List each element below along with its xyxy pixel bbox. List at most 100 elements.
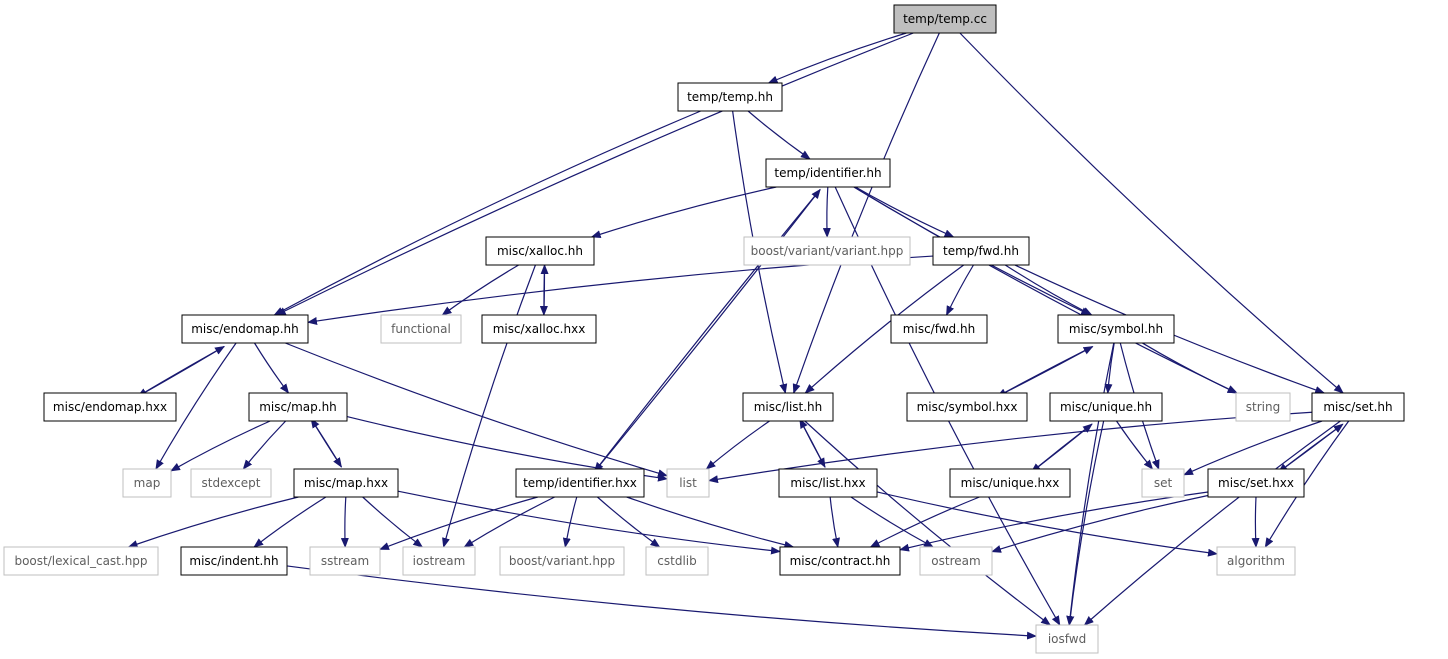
edge-fwd_hh-to-endomap_hh	[307, 255, 934, 325]
node-box-string	[1235, 392, 1291, 422]
node-endomap_hh[interactable]: misc/endomap.hh	[181, 314, 309, 344]
node-label-contract_hh: misc/contract.hh	[790, 554, 891, 568]
edge-identifier_hxx-to-contract_hh	[626, 496, 795, 549]
node-label-symbol_hh: misc/symbol.hh	[1069, 322, 1163, 336]
node-label-xalloc_hxx: misc/xalloc.hxx	[493, 322, 586, 336]
node-box-iostream	[402, 546, 476, 576]
edge-set_hxx-to-set_hh	[1278, 423, 1344, 473]
edge-set_hxx-to-algorithm	[1251, 496, 1260, 548]
edge-set_hh-to-algorithm	[1264, 420, 1350, 548]
node-box-cstdlib	[645, 546, 709, 576]
node-map: map	[122, 468, 172, 498]
node-set_hxx[interactable]: misc/set.hxx	[1207, 468, 1305, 498]
edge-unique_hh-to-set	[1116, 420, 1154, 470]
node-box-variant_variant	[743, 236, 911, 266]
node-label-list_hh: misc/list.hh	[754, 400, 823, 414]
edge-identifier_hh-to-fwd_hh	[855, 186, 955, 238]
node-label-functional: functional	[391, 322, 451, 336]
node-box-xalloc_hxx	[481, 314, 597, 344]
node-label-list: list	[679, 476, 697, 490]
edge-identifier_hh-to-string	[853, 186, 1238, 394]
node-box-endomap_hh	[181, 314, 309, 344]
node-map_hxx[interactable]: misc/map.hxx	[293, 468, 399, 498]
node-label-list_hxx: misc/list.hxx	[790, 476, 865, 490]
node-label-cstdlib: cstdlib	[657, 554, 696, 568]
edge-map_hxx-to-map_hh	[310, 418, 342, 468]
node-xalloc_hxx[interactable]: misc/xalloc.hxx	[481, 314, 597, 344]
node-label-indent_hh: misc/indent.hh	[189, 554, 278, 568]
node-box-symbol_hh	[1057, 314, 1175, 344]
edge-map_hxx-to-iostream	[362, 496, 424, 548]
edge-temp_cc-to-set_hh	[959, 32, 1344, 394]
node-fwd_hh[interactable]: temp/fwd.hh	[932, 236, 1030, 266]
node-indent_hh[interactable]: misc/indent.hh	[180, 546, 288, 576]
edge-fwd_hh-to-list_hh	[804, 264, 965, 394]
node-box-unique_hxx	[949, 468, 1071, 498]
edge-identifier_hxx-to-iostream	[463, 496, 555, 548]
node-label-set_hxx: misc/set.hxx	[1218, 476, 1294, 490]
edge-identifier_hh-to-xalloc_hh	[590, 186, 777, 239]
node-label-xalloc_hh: misc/xalloc.hh	[497, 244, 583, 258]
node-algorithm: algorithm	[1216, 546, 1296, 576]
node-temp_cc[interactable]: temp/temp.cc	[893, 4, 997, 34]
node-label-set_hh: misc/set.hh	[1323, 400, 1392, 414]
edge-map_hxx-to-lexical_cast	[127, 496, 299, 548]
node-box-set_hh	[1311, 392, 1405, 422]
node-label-temp_hh: temp/temp.hh	[687, 90, 773, 104]
node-label-iostream: iostream	[413, 554, 466, 568]
node-functional: functional	[380, 314, 462, 344]
node-box-temp_cc	[893, 4, 997, 34]
node-contract_hh[interactable]: misc/contract.hh	[779, 546, 901, 576]
node-map_hh[interactable]: misc/map.hh	[248, 392, 348, 422]
node-identifier_hxx[interactable]: temp/identifier.hxx	[515, 468, 645, 498]
node-box-unique_hh	[1049, 392, 1163, 422]
node-box-variant_hpp	[499, 546, 625, 576]
node-label-string: string	[1246, 400, 1280, 414]
node-list_hxx[interactable]: misc/list.hxx	[778, 468, 878, 498]
node-symbol_hh[interactable]: misc/symbol.hh	[1057, 314, 1175, 344]
edge-list_hh-to-iosfwd	[804, 420, 1051, 626]
node-list_hh[interactable]: misc/list.hh	[742, 392, 834, 422]
edge-map_hh-to-map	[170, 420, 271, 472]
edge-temp_hh-to-endomap_hh	[273, 110, 701, 316]
edge-xalloc_hh-to-iostream	[442, 264, 536, 548]
edge-endomap_hxx-to-endomap_hh	[137, 345, 226, 397]
node-box-algorithm	[1216, 546, 1296, 576]
node-box-indent_hh	[180, 546, 288, 576]
node-xalloc_hh[interactable]: misc/xalloc.hh	[485, 236, 595, 266]
node-identifier_hh[interactable]: temp/identifier.hh	[765, 158, 891, 188]
node-ostream: ostream	[919, 546, 993, 576]
edge-list_hxx-to-algorithm	[876, 491, 1218, 557]
node-list: list	[666, 468, 710, 498]
node-box-misc_fwd	[890, 314, 988, 344]
node-label-endomap_hxx: misc/endomap.hxx	[53, 400, 167, 414]
node-label-stdexcept: stdexcept	[202, 476, 261, 490]
node-misc_fwd[interactable]: misc/fwd.hh	[890, 314, 988, 344]
node-box-endomap_hxx	[43, 392, 177, 422]
node-unique_hxx[interactable]: misc/unique.hxx	[949, 468, 1071, 498]
node-label-map_hxx: misc/map.hxx	[304, 476, 388, 490]
node-box-stdexcept	[190, 468, 272, 498]
node-label-map: map	[134, 476, 161, 490]
edge-identifier_hxx-to-cstdlib	[597, 496, 661, 548]
node-set_hh[interactable]: misc/set.hh	[1311, 392, 1405, 422]
node-box-set_hxx	[1207, 468, 1305, 498]
edge-list_hxx-to-contract_hh	[829, 496, 840, 548]
node-box-list_hh	[742, 392, 834, 422]
node-box-iosfwd	[1035, 624, 1099, 654]
edge-set_hh-to-iosfwd	[1083, 420, 1341, 626]
node-unique_hh[interactable]: misc/unique.hh	[1049, 392, 1163, 422]
node-label-set: set	[1154, 476, 1173, 490]
node-label-misc_fwd: misc/fwd.hh	[903, 322, 975, 336]
node-symbol_hxx[interactable]: misc/symbol.hxx	[906, 392, 1028, 422]
node-label-ostream: ostream	[931, 554, 980, 568]
node-box-sstream	[309, 546, 381, 576]
edge-temp_hh-to-identifier_hh	[747, 110, 811, 160]
node-label-algorithm: algorithm	[1227, 554, 1285, 568]
node-string: string	[1235, 392, 1291, 422]
node-label-lexical_cast: boost/lexical_cast.hpp	[14, 554, 147, 568]
node-box-list_hxx	[778, 468, 878, 498]
node-temp_hh[interactable]: temp/temp.hh	[677, 82, 783, 112]
node-layer: temp/temp.cc temp/temp.hh temp/identifier.…	[3, 4, 1405, 654]
node-endomap_hxx[interactable]: misc/endomap.hxx	[43, 392, 177, 422]
